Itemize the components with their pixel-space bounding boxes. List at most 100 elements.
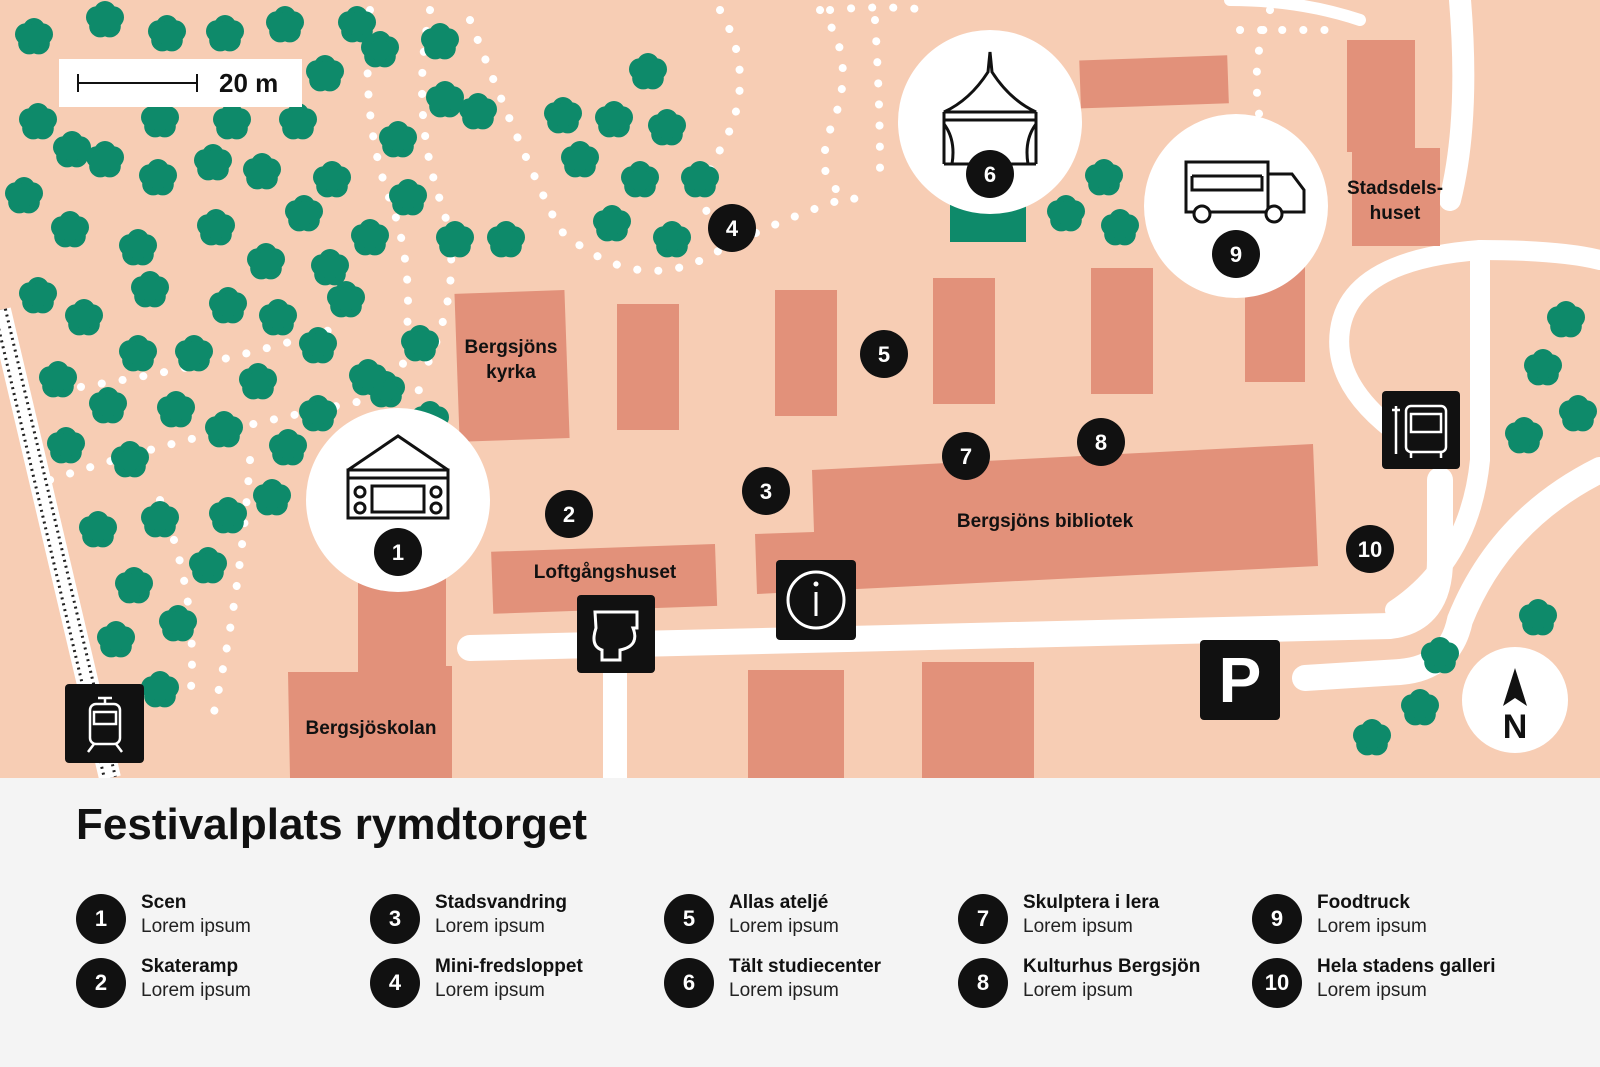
map-marker-9[interactable]: 9	[1212, 230, 1260, 278]
legend-item-subtitle: Lorem ipsum	[729, 916, 839, 937]
legend-item-title: Hela stadens galleri	[1317, 956, 1496, 977]
tree-icon	[311, 249, 349, 286]
legend-item-title: Mini-fredsloppet	[435, 956, 583, 977]
tree-icon	[299, 395, 337, 432]
tree-icon	[206, 15, 244, 52]
tree-icon	[51, 211, 89, 248]
tree-icon	[1421, 637, 1459, 674]
tree-icon	[401, 325, 439, 362]
map-marker-3[interactable]: 3	[742, 467, 790, 515]
tree-icon	[47, 427, 85, 464]
tree-icon	[1085, 159, 1123, 196]
map-canvas: P 1 2 3 4 5 6 7 8 9 10N	[0, 0, 1600, 778]
map-marker-1[interactable]: 1	[374, 528, 422, 576]
tree-icon	[175, 335, 213, 372]
tree-icon	[285, 195, 323, 232]
tree-icon	[119, 335, 157, 372]
tree-icon	[115, 567, 153, 604]
legend-item-subtitle: Lorem ipsum	[1023, 916, 1133, 937]
buildings	[288, 40, 1440, 778]
compass-label: N	[1503, 708, 1528, 746]
icon-tiles: P	[65, 391, 1460, 763]
map-marker-6[interactable]: 6	[966, 150, 1014, 198]
tree-icon	[141, 101, 179, 138]
tree-icon	[1353, 719, 1391, 756]
tree-icon	[209, 287, 247, 324]
tree-icon	[313, 161, 351, 198]
north-arrow-icon	[1503, 668, 1527, 706]
label-kyrka-line1: Bergsjöns	[464, 337, 558, 358]
tree-icon	[131, 271, 169, 308]
tree-icon	[139, 159, 177, 196]
walking-paths	[46, 3, 1334, 734]
map-marker-7[interactable]: 7	[942, 432, 990, 480]
legend-number: 6	[664, 958, 714, 1008]
legend-item-subtitle: Lorem ipsum	[435, 980, 545, 1001]
tree-icon	[681, 161, 719, 198]
numbered-markers: 1 2 3 4 5 6 7 8 9 10N	[374, 150, 1527, 746]
tree-icon	[5, 177, 43, 214]
legend-number: 7	[958, 894, 1008, 944]
tree-icon	[269, 429, 307, 466]
tree-icon	[141, 501, 179, 538]
legend-number: 9	[1252, 894, 1302, 944]
tree-icon	[209, 497, 247, 534]
tree-icon	[593, 205, 631, 242]
tree-icon	[1505, 417, 1543, 454]
food-truck-icon	[1184, 160, 1306, 224]
tree-icon	[197, 209, 235, 246]
tree-icon	[306, 55, 344, 92]
map-marker-number: 10	[1358, 537, 1382, 562]
tree-icon	[19, 277, 57, 314]
map-marker-10[interactable]: 10	[1346, 525, 1394, 573]
tree-icon	[595, 101, 633, 138]
map-marker-number: 4	[726, 216, 739, 241]
map-marker-number: 2	[563, 502, 575, 527]
tree-icon	[243, 153, 281, 190]
legend-number: 10	[1252, 958, 1302, 1008]
legend-item-title: Skateramp	[141, 956, 239, 977]
map-marker-2[interactable]: 2	[545, 490, 593, 538]
tree-icon	[65, 299, 103, 336]
tree-icon	[327, 281, 365, 318]
legend-title: Festivalplats rymdtorget	[76, 800, 588, 849]
map-marker-8[interactable]: 8	[1077, 418, 1125, 466]
tree-icon	[189, 547, 227, 584]
map-marker-4[interactable]: 4	[708, 204, 756, 252]
legend-item-title: Allas ateljé	[729, 892, 829, 913]
tree-icon	[19, 103, 57, 140]
tree-icon	[421, 23, 459, 60]
legend-item-title: Scen	[141, 892, 187, 913]
tree-icon	[39, 361, 77, 398]
tree-icon	[266, 6, 304, 43]
legend-number: 8	[958, 958, 1008, 1008]
tree-icon	[629, 53, 667, 90]
tree-icon	[119, 229, 157, 266]
parking-icon	[1200, 640, 1280, 720]
label-bergsjoskolan: Bergsjöskolan	[305, 718, 437, 739]
tree-icon	[1519, 599, 1557, 636]
tree-icon	[351, 219, 389, 256]
tree-icon	[338, 6, 376, 43]
tree-icon	[159, 605, 197, 642]
tree-icon	[239, 363, 277, 400]
legend-number: 5	[664, 894, 714, 944]
tree-icon	[487, 221, 525, 258]
tree-icon	[648, 109, 686, 146]
legend-number: 2	[76, 958, 126, 1008]
tree-icon	[157, 391, 195, 428]
tree-icon	[561, 141, 599, 178]
tree-icon	[205, 411, 243, 448]
legend-item-subtitle: Lorem ipsum	[1317, 980, 1427, 1001]
map-marker-5[interactable]: 5	[860, 330, 908, 378]
tree-icon	[111, 441, 149, 478]
label-loftgangshuset: Loftgångshuset	[533, 562, 677, 583]
tree-icon	[1101, 209, 1139, 246]
tree-icon	[349, 359, 387, 396]
